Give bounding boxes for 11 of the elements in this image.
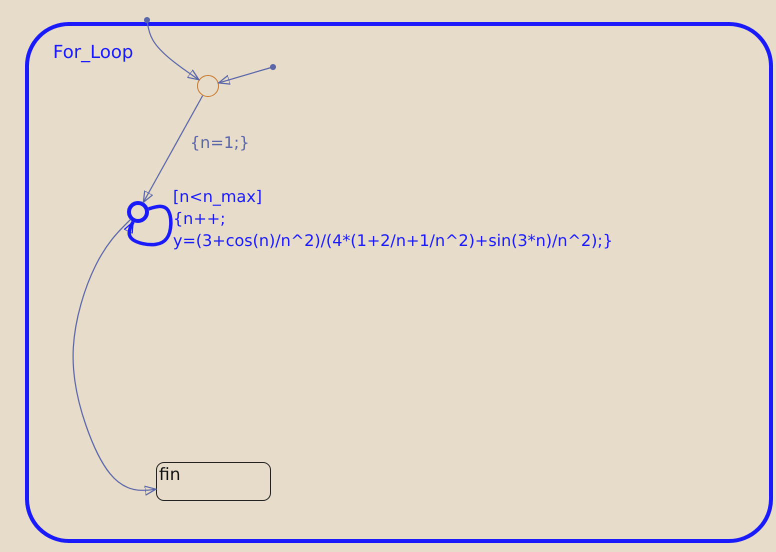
default-transition-arrow <box>144 16 200 80</box>
default-transition-arrow <box>218 64 276 85</box>
junction-circle <box>197 75 219 97</box>
junction-circle <box>127 201 149 223</box>
transition-arrow <box>142 95 204 203</box>
transition-arrow <box>124 204 173 246</box>
transition-arrow <box>72 219 157 496</box>
state-box <box>156 462 271 501</box>
state-name: For_Loop <box>53 42 134 63</box>
state-name: fin <box>159 465 180 485</box>
state-box <box>25 22 773 543</box>
